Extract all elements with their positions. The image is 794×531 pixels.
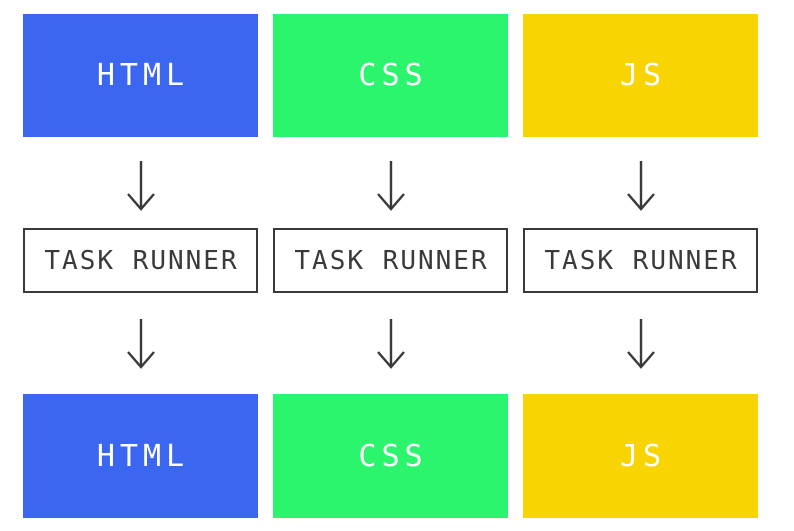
output-file-box-css: CSS	[273, 394, 508, 518]
arrow-down-icon	[626, 161, 655, 211]
task-runner-box: TASK RUNNER	[523, 228, 758, 293]
arrow-down-icon	[126, 161, 155, 211]
output-file-label: HTML	[96, 438, 190, 474]
output-file-box-html: HTML	[23, 394, 258, 518]
pipeline-column-html: HTML TASK RUNNER HTML	[23, 14, 258, 531]
arrow-down-icon	[376, 161, 405, 211]
source-file-box-html: HTML	[23, 14, 258, 137]
output-file-label: CSS	[358, 438, 428, 474]
pipeline-column-js: JS TASK RUNNER JS	[523, 14, 758, 531]
arrow-down-icon	[376, 319, 405, 369]
task-runner-label: TASK RUNNER	[544, 245, 739, 276]
source-file-box-css: CSS	[273, 14, 508, 137]
source-file-label: HTML	[96, 58, 190, 93]
arrow-down-icon	[126, 319, 155, 369]
output-file-box-js: JS	[523, 394, 758, 518]
task-runner-label: TASK RUNNER	[294, 245, 489, 276]
output-file-label: JS	[619, 438, 667, 474]
task-runner-box: TASK RUNNER	[23, 228, 258, 293]
task-runner-box: TASK RUNNER	[273, 228, 508, 293]
source-file-label: CSS	[358, 58, 428, 93]
source-file-label: JS	[619, 58, 667, 93]
arrow-down-icon	[626, 319, 655, 369]
pipeline-column-css: CSS TASK RUNNER CSS	[273, 14, 508, 531]
task-runner-label: TASK RUNNER	[44, 245, 239, 276]
source-file-box-js: JS	[523, 14, 758, 137]
